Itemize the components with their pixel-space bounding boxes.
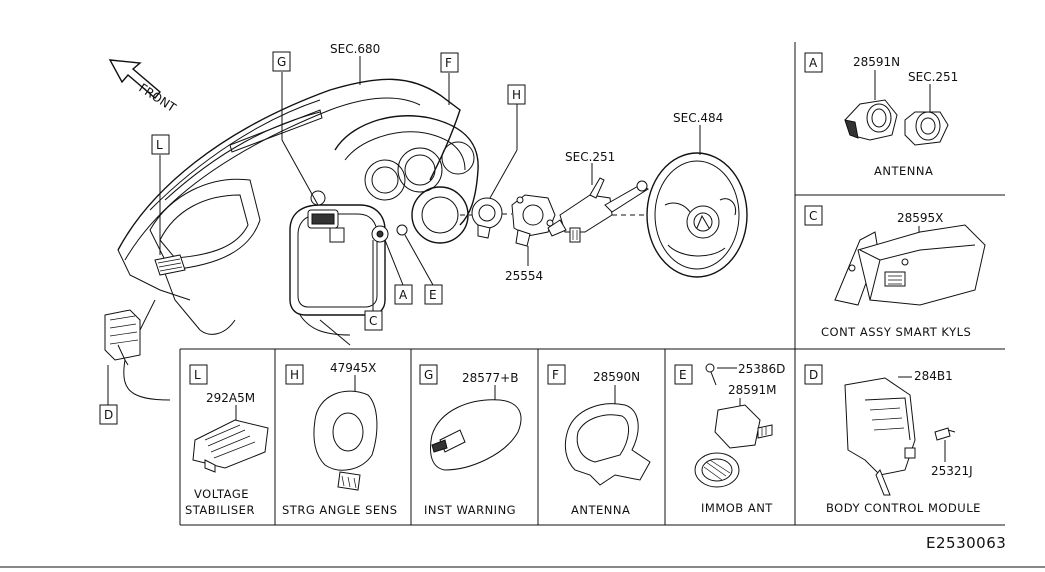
panel-L-caption-1: VOLTAGE [194, 487, 249, 501]
panel-A-ref: SEC.251 [908, 70, 958, 84]
panel-G-caption: INST WARNING [424, 503, 516, 517]
svg-text:C: C [369, 314, 377, 328]
panel-H-caption: STRG ANGLE SENS [282, 503, 398, 517]
panel-L-part: 292A5M [206, 391, 255, 405]
ref-sec484: SEC.484 [673, 111, 723, 125]
panel-D-part1: 284B1 [914, 369, 953, 383]
part-25554-label: 25554 [505, 269, 543, 283]
svg-text:H: H [512, 88, 521, 102]
panel-H: H 47945X STRG ANGLE SENS [282, 361, 398, 517]
panel-F-caption: ANTENNA [571, 503, 630, 517]
frame-lines [0, 42, 1045, 568]
callout-E: E [424, 284, 443, 305]
svg-text:L: L [156, 138, 163, 152]
callout-A: A [394, 284, 413, 305]
panel-E-part2: 28591M [728, 383, 777, 397]
panel-A-part: 28591N [853, 55, 900, 69]
panel-F: F 28590N ANTENNA [547, 364, 651, 517]
combination-switch [547, 177, 650, 243]
panel-E-part1: 25386D [738, 362, 785, 376]
callout-L: L [151, 134, 170, 155]
svg-text:G: G [277, 55, 286, 69]
bcm-module-main [104, 299, 171, 401]
panel-L: L 292A5M VOLTAGE STABILISER [185, 364, 269, 517]
steering-wheel [646, 152, 748, 278]
panel-C-part: 28595X [897, 211, 943, 225]
diagram-code: E2530063 [926, 534, 1006, 552]
front-label: FRONT [136, 81, 179, 115]
callout-H: H [507, 84, 526, 105]
callout-F: F [440, 52, 459, 73]
panel-F-part: 28590N [593, 370, 640, 384]
svg-text:D: D [809, 368, 818, 382]
panel-A-caption: ANTENNA [874, 164, 933, 178]
ref-sec680: SEC.680 [330, 42, 380, 56]
callout-C: C [364, 310, 383, 331]
svg-text:C: C [809, 209, 817, 223]
panel-E-caption: IMMOB ANT [701, 501, 773, 515]
svg-text:D: D [104, 408, 113, 422]
ref-sec251-main: SEC.251 [565, 150, 615, 164]
panel-A: A 28591N SEC.251 ANTENNA [804, 52, 958, 178]
clock-spring-25554 [511, 194, 556, 247]
panel-D-caption: BODY CONTROL MODULE [826, 501, 981, 515]
svg-text:G: G [424, 368, 433, 382]
callout-D: D [99, 404, 118, 425]
panel-L-caption-2: STABILISER [185, 503, 255, 517]
svg-text:L: L [194, 368, 201, 382]
panel-D: D 284B1 25321J BODY CONTROL MODULE [804, 364, 981, 515]
panel-H-part: 47945X [330, 361, 376, 375]
callout-G: G [272, 51, 291, 72]
svg-text:E: E [679, 368, 687, 382]
svg-text:F: F [445, 56, 452, 70]
panel-C: C 28595X CONT ASSY SMART KYLS [804, 205, 986, 339]
steering-angle-sensor-main [471, 197, 503, 239]
svg-text:F: F [552, 368, 559, 382]
svg-text:A: A [809, 56, 818, 70]
panel-C-caption: CONT ASSY SMART KYLS [821, 325, 971, 339]
panel-D-part2: 25321J [931, 464, 973, 478]
svg-text:H: H [290, 368, 299, 382]
front-arrow-icon: FRONT [108, 59, 179, 115]
dashboard-drawing [117, 78, 479, 346]
svg-text:E: E [429, 288, 437, 302]
panel-G-part: 28577+B [462, 371, 518, 385]
svg-text:A: A [399, 288, 408, 302]
panel-E: E 25386D 28591M IMMOB ANT [674, 362, 785, 515]
leader-lines [107, 56, 701, 405]
panel-G: G 28577+B INST WARNING [419, 364, 522, 517]
